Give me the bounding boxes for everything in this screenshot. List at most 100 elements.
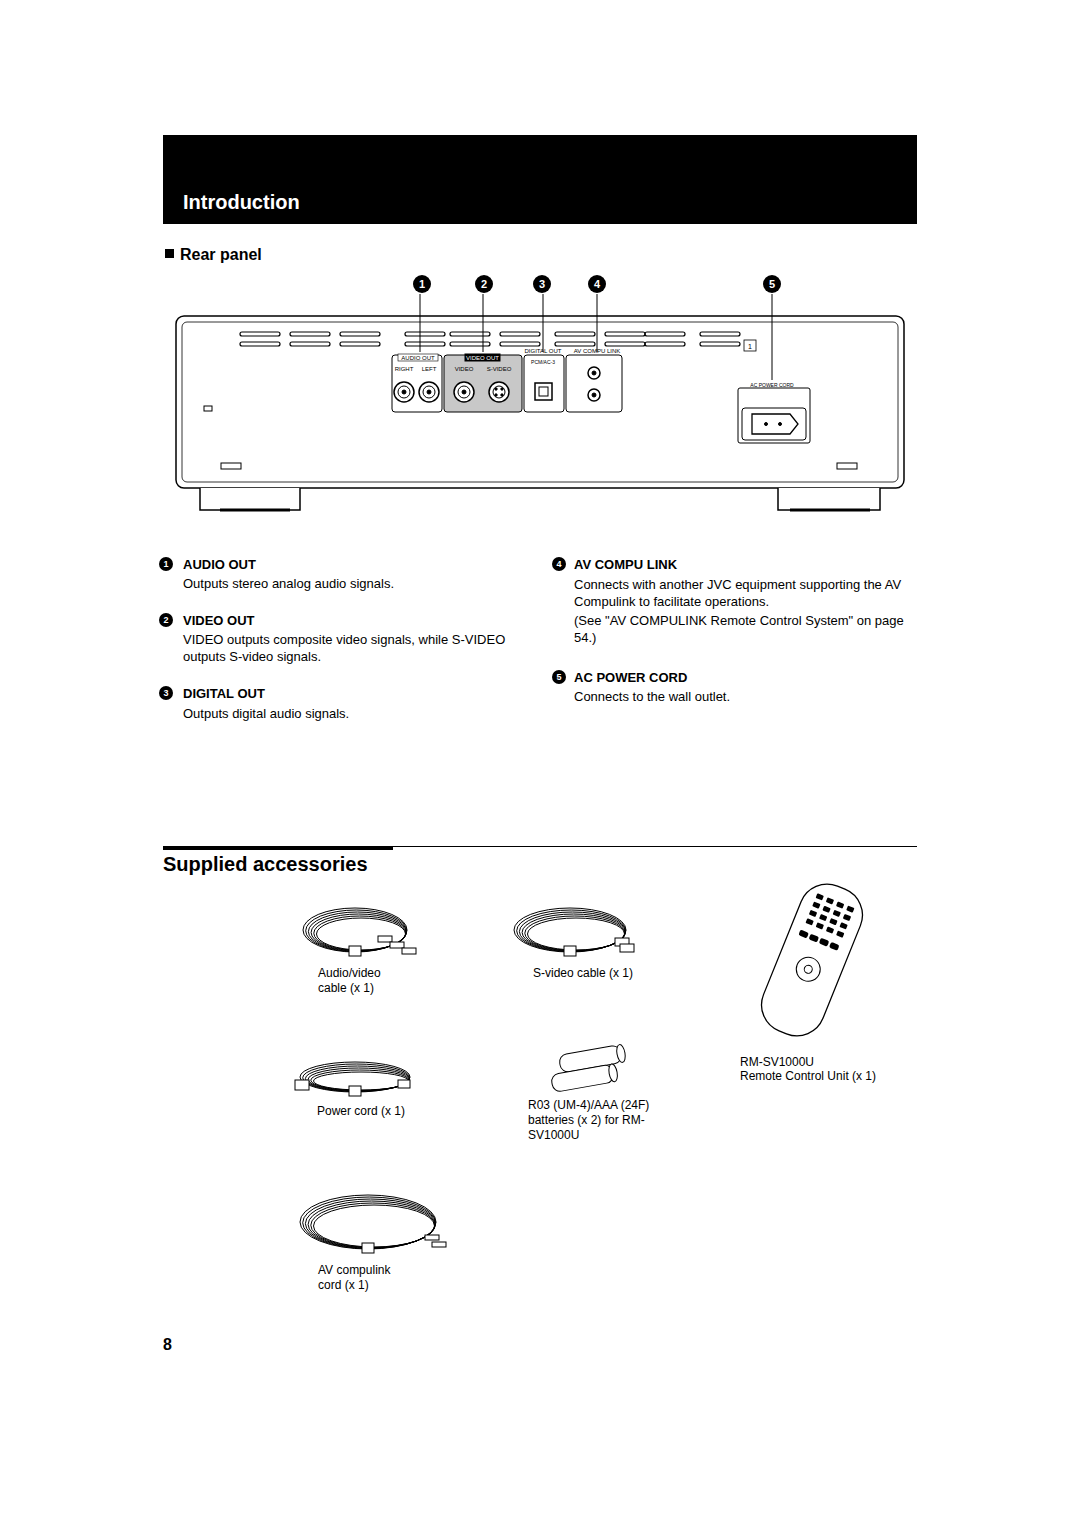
remote-button [822, 906, 830, 913]
jack-label: VIDEO OUT [466, 355, 499, 361]
section-heading: Supplied accessories [163, 852, 368, 877]
cable-loop [317, 918, 406, 950]
accessory-label: Power cord (x 1) [317, 1104, 405, 1119]
vent-slot [555, 342, 595, 346]
remote-button [846, 906, 854, 913]
vent-slot [500, 342, 540, 346]
heading-rule [393, 846, 917, 847]
vent-slot [240, 342, 280, 346]
jack-label: VIDEO [455, 366, 474, 372]
item-heading: DIGITAL OUT [183, 686, 265, 702]
cable-loop [305, 1199, 435, 1248]
header-bar [163, 135, 917, 224]
vent-slot [555, 332, 595, 336]
item-text: (See "AV COMPULINK Remote Control System… [574, 612, 922, 646]
cable-loop [308, 1201, 435, 1248]
cable-loop [314, 916, 406, 950]
vent-slot [450, 342, 490, 346]
vent-slot [405, 342, 445, 346]
jack-label: RIGHT [395, 366, 414, 372]
vent-slot [605, 332, 645, 336]
remote-button [829, 942, 840, 951]
cable-loop [525, 916, 625, 950]
cable-tie [349, 1086, 361, 1096]
vent-slot [605, 342, 645, 346]
vent-slot [290, 332, 330, 336]
remote-button [819, 938, 830, 947]
heading-rule [163, 846, 393, 850]
cable-loop [314, 1205, 435, 1247]
accessory-label: RM-SV1000U [740, 1055, 814, 1070]
page-number: 8 [163, 1335, 172, 1355]
accessory-label: Audio/video cable (x 1) [318, 966, 393, 996]
callout-number: 5 [556, 673, 561, 682]
rear-panel [176, 316, 904, 510]
remote-button [809, 934, 820, 943]
vent-slot [700, 342, 740, 346]
leader-lines [420, 294, 772, 380]
jack-label: PCM/AC-3 [531, 360, 555, 365]
remote-control [753, 876, 871, 1045]
item-heading: VIDEO OUT [183, 613, 255, 629]
remote-button [812, 902, 820, 909]
cable-tie [349, 946, 361, 956]
vent-slot [340, 342, 380, 346]
item-heading: AV COMPU LINK [574, 557, 677, 573]
remote-button [798, 930, 809, 939]
vent-slot [405, 332, 445, 336]
item-heading: AC POWER CORD [574, 670, 687, 686]
remote-button [843, 914, 851, 921]
remote-button [819, 914, 827, 921]
jack-label: AC POWER CORD [750, 383, 793, 388]
cable-plugs [295, 936, 634, 1247]
remote-button [826, 897, 834, 904]
callout-number: 5 [769, 279, 775, 290]
section-heading: Rear panel [180, 245, 262, 265]
vent-slot [450, 332, 490, 336]
remote-button [826, 926, 834, 933]
cable-loop [306, 910, 407, 952]
jack-label: DIGITAL OUT [524, 348, 561, 354]
callout-circles [159, 275, 781, 700]
remote-button [816, 893, 824, 900]
cable-loop [303, 1197, 436, 1249]
item-text: Outputs digital audio signals. [183, 705, 543, 722]
vent-slot [240, 332, 280, 336]
batteries [550, 1044, 626, 1093]
accessory-label: S-video cable (x 1) [533, 966, 633, 981]
remote-button [836, 901, 844, 908]
callout-number: 3 [539, 279, 545, 290]
jack-label: AV COMPU LINK [574, 348, 621, 354]
vent-slot [290, 342, 330, 346]
vent-slot [645, 332, 685, 336]
section-marker [165, 249, 174, 258]
cable-loop [303, 908, 407, 952]
jack-label: AUDIO OUT [401, 355, 434, 361]
cable-loop [300, 1195, 436, 1249]
item-text: VIDEO outputs composite video signals, w… [183, 631, 541, 665]
callout-number: 2 [163, 616, 168, 625]
cable-loop [519, 912, 625, 951]
cable-loop [517, 910, 626, 952]
accessory-label: Remote Control Unit (x 1) [740, 1069, 876, 1084]
cable-coils [300, 908, 626, 1253]
vent-slot [645, 342, 685, 346]
callout-number: 4 [556, 560, 561, 569]
header-title: Introduction [183, 190, 300, 215]
remote-button [833, 910, 841, 917]
callout-number: 1 [419, 279, 425, 290]
callout-number: 2 [481, 279, 487, 290]
vent-slot [340, 332, 380, 336]
remote-button [839, 922, 847, 929]
cable-tie [564, 946, 576, 956]
item-text: Connects to the wall outlet. [574, 688, 922, 705]
cable-loop [528, 918, 625, 950]
vent-slot [700, 332, 740, 336]
callout-number: 1 [163, 560, 168, 569]
cable-loop [311, 914, 406, 951]
vent-slot [500, 332, 540, 336]
cable-loop [522, 914, 625, 951]
remote-button [805, 918, 813, 925]
